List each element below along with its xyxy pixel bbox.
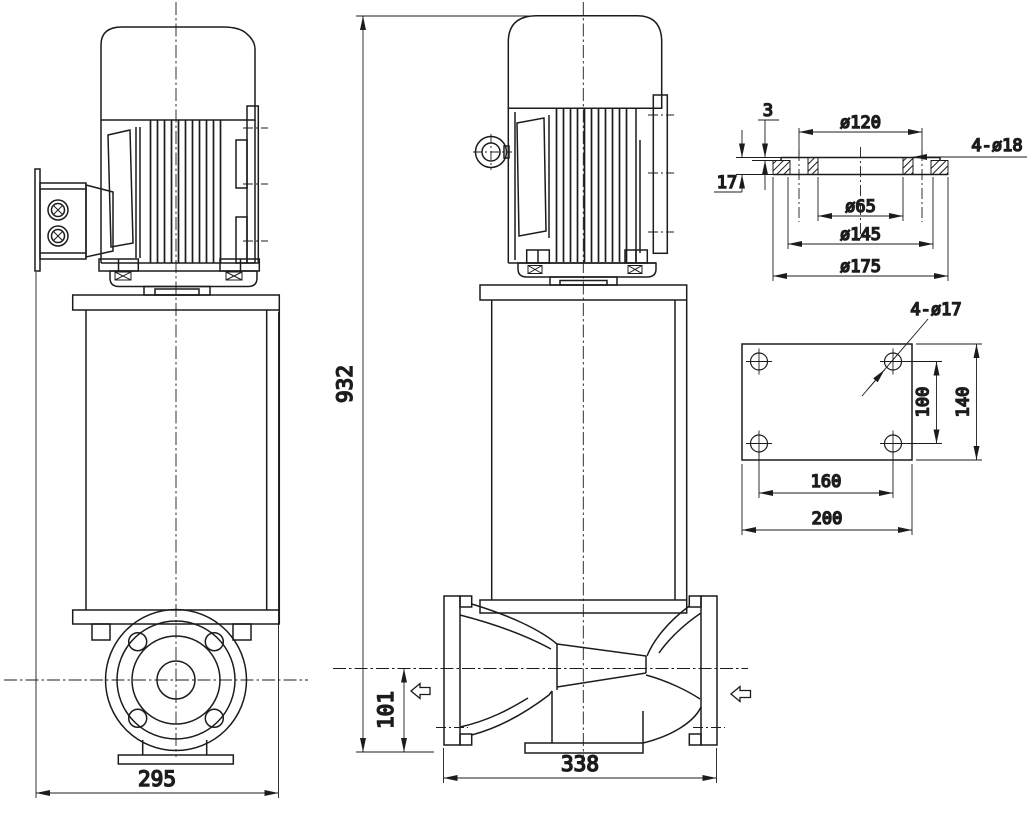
volute-casing — [436, 595, 725, 754]
dim-160-label: 160 — [811, 472, 842, 492]
flange-bolt-hole — [127, 631, 148, 652]
flange-bolt-hole — [204, 708, 225, 729]
motor-bracket-front — [652, 94, 669, 255]
dim-200-label: 200 — [812, 509, 843, 529]
dim-hole-pitch-y — [901, 361, 942, 444]
dim-145-label: ø145 — [840, 225, 881, 245]
pump-sleeve-front — [479, 284, 688, 600]
dim-bolt-circle-label: ø120 — [840, 113, 881, 133]
dim-100-label: 100 — [914, 387, 934, 418]
dim-140-label: 140 — [954, 387, 974, 418]
dim-base-holes — [861, 318, 929, 397]
motor-fins-front — [554, 109, 631, 262]
motor-fan-cover-front — [507, 14, 663, 110]
dim-175-label: ø175 — [840, 257, 881, 277]
pump-foot-side — [117, 754, 235, 765]
pump-foot-front — [524, 742, 644, 754]
dim-flange-bolt-circle — [798, 128, 923, 155]
dim-casing-length — [443, 748, 717, 783]
dim-raised-face-dia — [787, 177, 934, 249]
motor-nameplate-side — [107, 129, 134, 248]
dim-flange-thickness — [714, 130, 773, 193]
dim-flange-outer-dia — [772, 177, 949, 281]
base-plate-outline — [741, 343, 913, 461]
dim-base-width — [741, 464, 913, 535]
dim-3-label: 3 — [763, 101, 773, 121]
dim-101-label: 101 — [374, 691, 398, 729]
pipe-flange-face — [104, 608, 248, 765]
dim-overall-height — [356, 15, 540, 753]
dim-295-label: 295 — [138, 767, 176, 791]
flow-arrow-icon — [409, 682, 431, 700]
flange-bolt-hole — [127, 708, 148, 729]
front-view: 932 101 338 — [332, 2, 752, 783]
cable-gland-icon — [47, 225, 69, 247]
dim-hole-pitch-x — [758, 452, 894, 498]
lifting-eye-icon — [473, 134, 512, 170]
dim-932-label: 932 — [333, 365, 357, 403]
side-view: 295 — [4, 2, 308, 798]
motor-body-side — [100, 105, 268, 264]
flow-arrow-icon — [729, 685, 752, 703]
cable-gland-icon — [47, 199, 69, 221]
discharge-flange — [443, 595, 461, 746]
flange-bolt-hole — [204, 631, 225, 652]
suction-flange — [700, 595, 718, 746]
terminal-box — [34, 168, 114, 272]
dim-raised-face-height — [736, 119, 781, 190]
dim-side-width — [35, 272, 279, 798]
dim-base-holes-label: 4-ø17 — [910, 300, 961, 320]
motor-fins-side — [145, 120, 222, 263]
dim-flange-bore — [817, 177, 904, 221]
motor-fan-cover-side — [100, 26, 256, 121]
flange-section-detail: ø120 4-ø18 3 17 ø65 — [714, 100, 1027, 281]
dim-bore-label: ø65 — [845, 197, 876, 217]
motor-nameplate-front — [516, 117, 547, 237]
dim-338-label: 338 — [561, 752, 599, 776]
dim-17-label: 17 — [717, 173, 737, 193]
dim-base-depth — [916, 343, 982, 461]
dim-bolt-holes-label: 4-ø18 — [971, 136, 1022, 156]
base-plate-detail: 4-ø17 100 140 160 200 — [741, 299, 982, 535]
